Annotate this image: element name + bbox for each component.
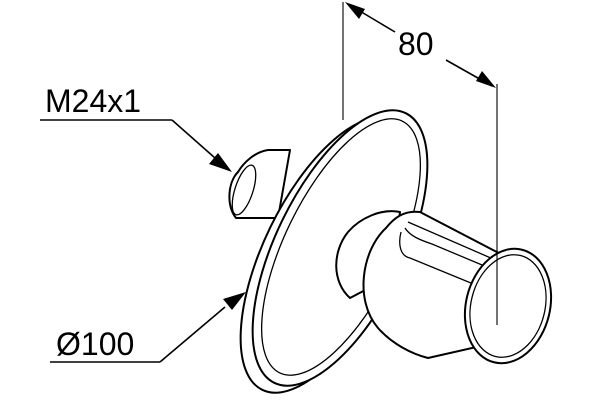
dimension-label-diameter: Ø100	[56, 326, 134, 362]
dimension-80: 80	[342, 2, 498, 325]
knob-groove-upper	[404, 227, 495, 271]
arrowhead-thread	[209, 153, 232, 172]
knob-top-edge	[407, 221, 501, 263]
knob-end-face	[463, 247, 553, 365]
knob-end-face-inner	[469, 254, 547, 358]
dimension-label-80: 80	[398, 26, 434, 62]
stub-end-face	[231, 164, 257, 216]
arrowhead-diameter	[223, 292, 246, 310]
leader-line-diameter-diagonal	[159, 306, 226, 363]
dimension-label-thread: M24x1	[45, 83, 141, 119]
threaded-stub	[228, 149, 291, 219]
dimension-thread: M24x1	[40, 83, 232, 172]
handle-knob	[362, 210, 553, 365]
stub-body	[228, 149, 291, 219]
leader-line-thread-diagonal	[171, 119, 216, 159]
dimension-diameter: Ø100	[50, 292, 246, 363]
knob-groove-lower	[399, 231, 489, 291]
arrowhead-right	[476, 71, 496, 88]
arrowhead-left	[345, 2, 365, 19]
